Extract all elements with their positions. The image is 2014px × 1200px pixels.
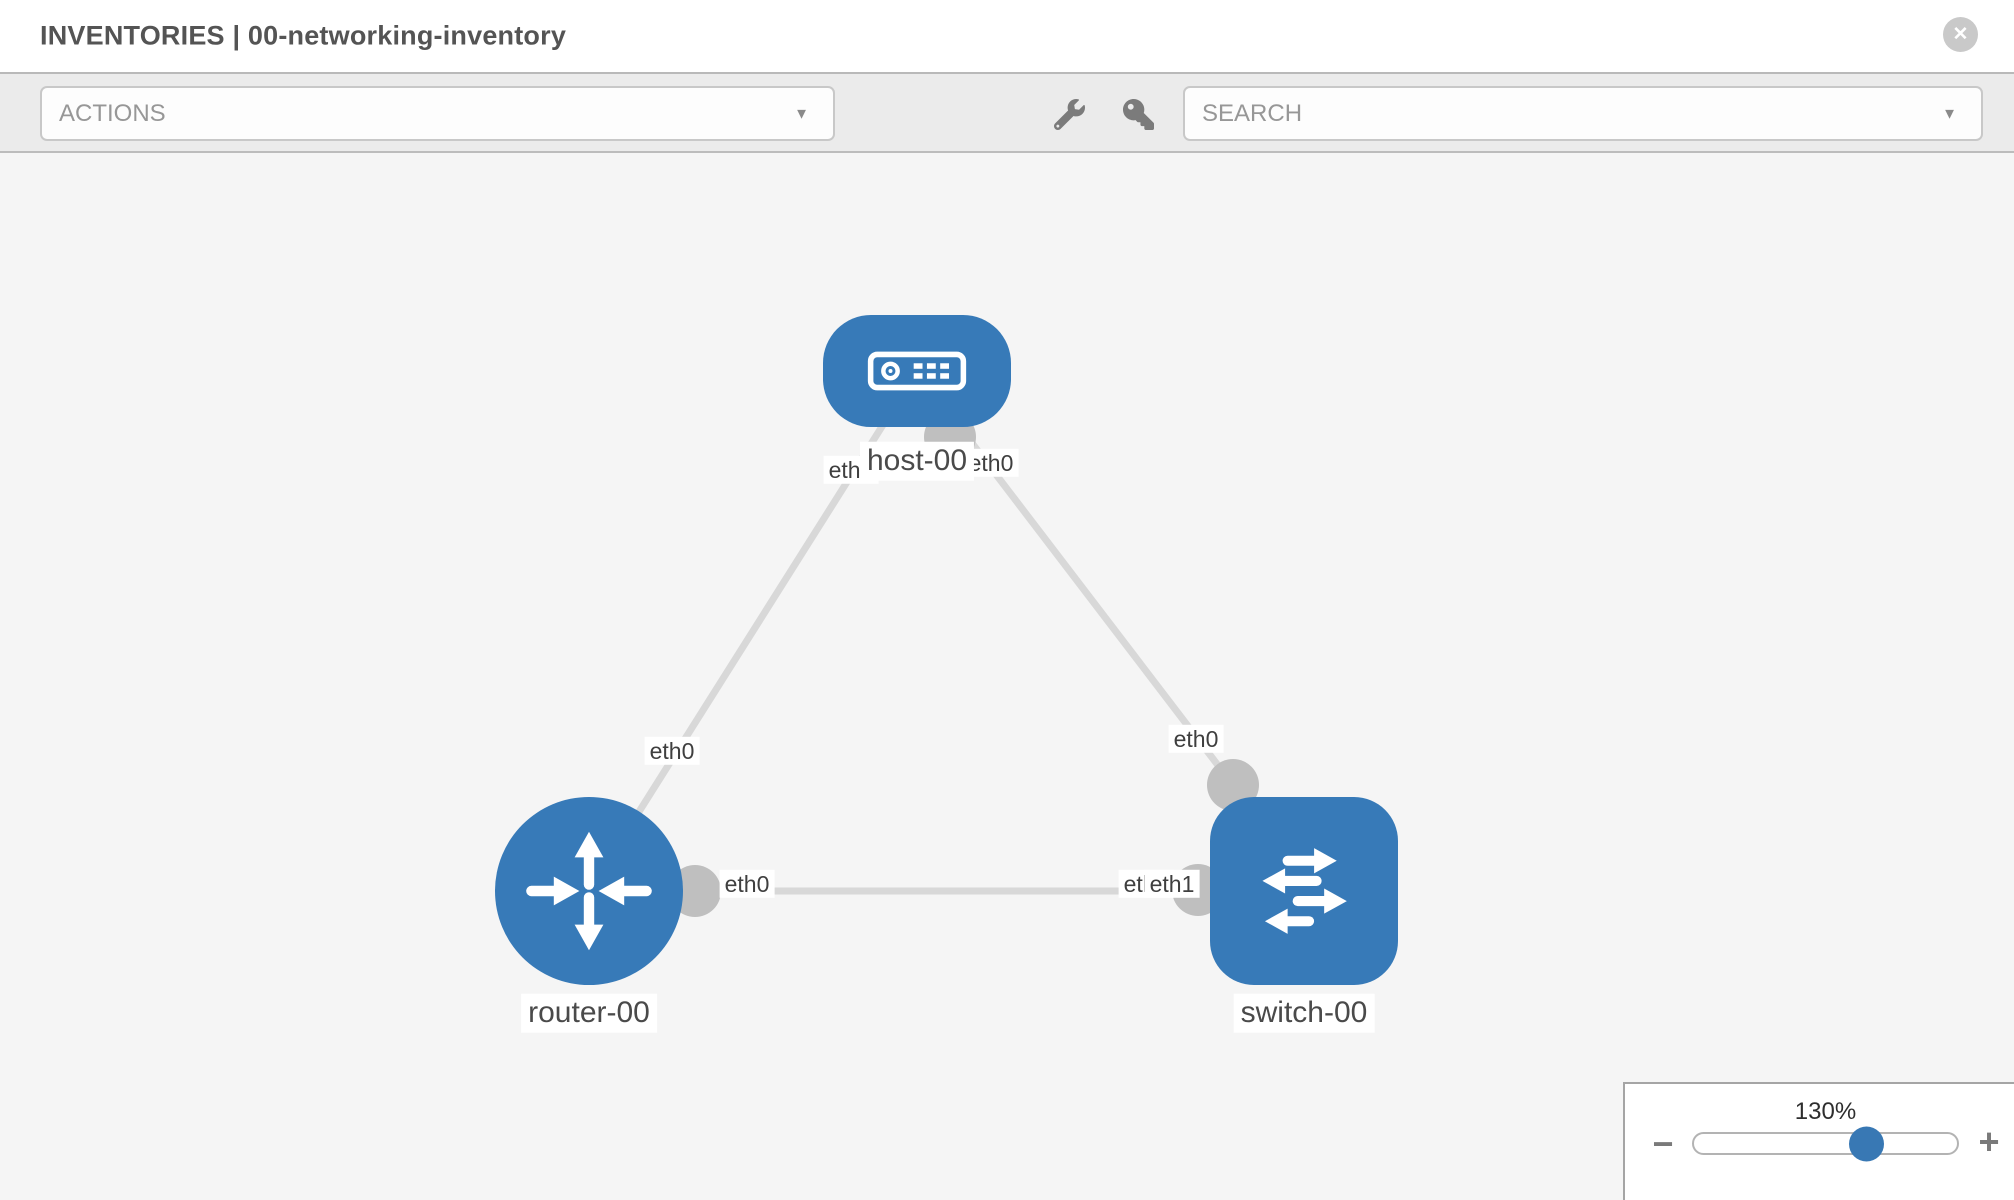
tools-button[interactable]: [1049, 98, 1089, 134]
switch-icon: [1262, 848, 1347, 934]
zoom-out-button[interactable]: −: [1643, 1124, 1683, 1164]
actions-dropdown[interactable]: ACTIONS ▼: [40, 86, 835, 141]
minus-icon: −: [1652, 1123, 1674, 1164]
key-icon: [1122, 99, 1154, 130]
zoom-in-button[interactable]: +: [1969, 1122, 2009, 1162]
node-host-00[interactable]: [823, 315, 1011, 427]
zoom-slider-track[interactable]: [1692, 1126, 1959, 1161]
close-icon: ✕: [1952, 24, 1969, 45]
close-button[interactable]: ✕: [1943, 17, 1978, 52]
toolbar: ACTIONS ▼ SEARCH ▼: [0, 72, 2014, 153]
host-icon: [867, 351, 967, 391]
wrench-icon: [1053, 99, 1085, 131]
zoom-slider-thumb[interactable]: [1849, 1126, 1884, 1161]
zoom-panel: 130% − +: [1623, 1082, 2014, 1200]
actions-dropdown-label: ACTIONS: [59, 99, 166, 127]
node-name-label: switch-00: [1233, 993, 1375, 1033]
search-dropdown-label: SEARCH: [1202, 99, 1303, 127]
zoom-level: 130%: [1794, 1098, 1857, 1125]
interface-label: eth0: [1168, 724, 1224, 754]
node-name-label: router-00: [521, 993, 657, 1033]
chevron-down-icon: ▼: [1942, 105, 1957, 122]
node-router-00[interactable]: [495, 797, 683, 985]
interface-label: eth0: [719, 869, 775, 899]
plus-icon: +: [1978, 1121, 2000, 1162]
interface-label: eth1: [1144, 869, 1200, 899]
chevron-down-icon: ▼: [794, 105, 809, 122]
node-name-label: host-00: [859, 441, 975, 481]
header: INVENTORIES | 00-networking-inventory ✕: [0, 0, 2014, 72]
node-switch-00[interactable]: [1210, 797, 1398, 985]
page-title: INVENTORIES | 00-networking-inventory: [40, 20, 567, 51]
key-button[interactable]: [1118, 98, 1158, 134]
interface-label: eth0: [644, 736, 700, 766]
router-icon: [526, 831, 652, 951]
search-dropdown[interactable]: SEARCH ▼: [1183, 86, 1983, 141]
